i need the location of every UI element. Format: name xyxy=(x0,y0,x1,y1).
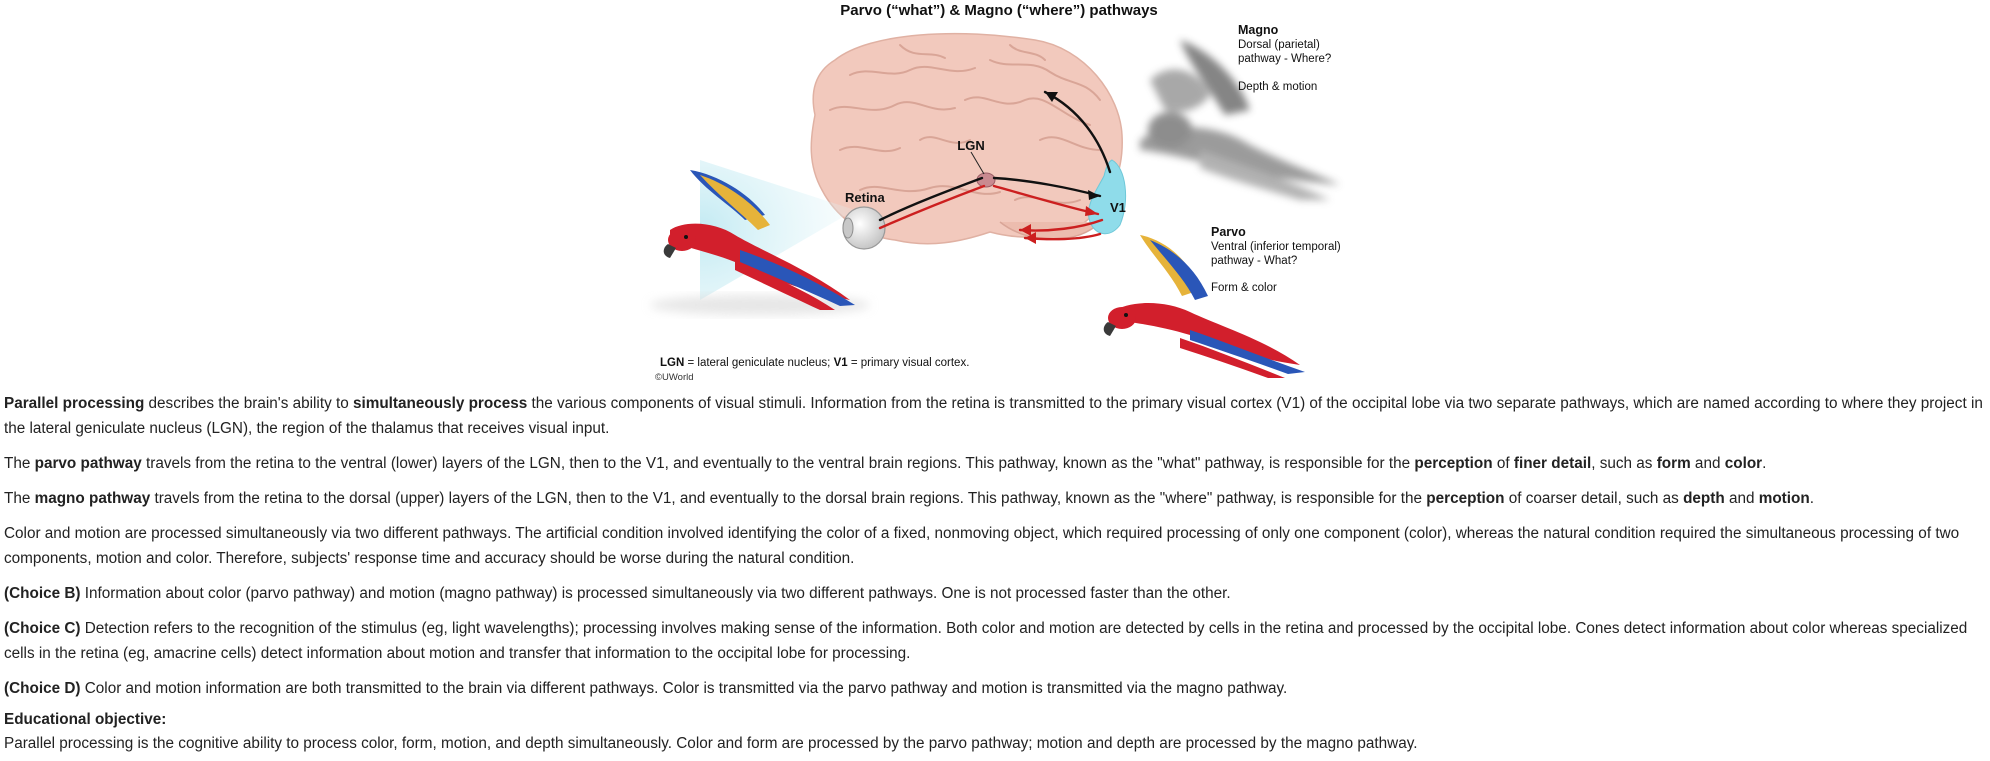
macaw-magno-blurred xyxy=(1140,40,1340,200)
term-finer-detail: finer detail xyxy=(1513,455,1592,472)
text-segment: Detection refers to the recognition of t… xyxy=(4,620,1968,662)
paragraph-parallel-processing: Parallel processing describes the brain'… xyxy=(4,391,1986,441)
paragraph-choice-c: (Choice C) Detection refers to the recog… xyxy=(4,616,1986,666)
magno-line1: Dorsal (parietal) xyxy=(1238,39,1320,51)
macaw-parvo-illustration xyxy=(1103,235,1305,378)
educational-objective-body: Parallel processing is the cognitive abi… xyxy=(4,735,1418,752)
parvo-line2: pathway - What? xyxy=(1211,255,1297,267)
parvo-line3: Form & color xyxy=(1211,282,1277,294)
figure: Parvo (“what”) & Magno (“where”) pathway… xyxy=(650,2,1341,383)
term-parallel-processing: Parallel processing xyxy=(4,395,145,412)
text-segment: and xyxy=(1690,455,1725,472)
magno-path-retina-lgn xyxy=(878,176,984,222)
caption-v1-def: = primary visual cortex. xyxy=(848,357,970,369)
explanation-text: Parallel processing describes the brain'… xyxy=(4,391,1986,756)
figure-title: Parvo (“what”) & Magno (“where”) pathway… xyxy=(840,2,1158,19)
text-segment: Information about color (parvo pathway) … xyxy=(80,585,1231,602)
term-perception: perception xyxy=(1426,490,1505,507)
paragraph-choice-d: (Choice D) Color and motion information … xyxy=(4,676,1986,701)
text-segment: describes the brain's ability to xyxy=(144,395,353,412)
pathway-illustration: Parvo (“what”) & Magno (“where”) pathway… xyxy=(650,2,1341,383)
copyright: ©UWorld xyxy=(655,372,694,383)
choice-b-label: (Choice B) xyxy=(4,585,81,602)
lgn-label: LGN xyxy=(957,138,984,153)
text-segment: The xyxy=(4,490,35,507)
text-segment: Color and motion information are both tr… xyxy=(80,680,1288,697)
parvo-heading: Parvo xyxy=(1211,225,1246,239)
retina-label: Retina xyxy=(845,190,886,205)
term-parvo-pathway: parvo pathway xyxy=(34,455,142,472)
lgn-leader-line xyxy=(970,151,985,175)
text-segment: and xyxy=(1724,490,1759,507)
text-segment: Color and motion are processed simultane… xyxy=(4,525,1960,567)
term-perception: perception xyxy=(1414,455,1493,472)
magno-line2: pathway - Where? xyxy=(1238,53,1331,65)
term-color: color xyxy=(1724,455,1763,472)
eye-icon xyxy=(842,206,886,250)
text-segment: travels from the retina to the dorsal (u… xyxy=(150,490,1427,507)
educational-objective-title: Educational objective: xyxy=(4,711,167,728)
paragraph-parvo-pathway: The parvo pathway travels from the retin… xyxy=(4,451,1986,476)
figure-caption: LGN = lateral geniculate nucleus; V1 = p… xyxy=(660,357,969,369)
parvo-path-retina-lgn xyxy=(878,184,986,230)
term-form: form xyxy=(1656,455,1691,472)
term-depth: depth xyxy=(1683,490,1725,507)
text-segment: of coarser detail, such as xyxy=(1504,490,1684,507)
caption-lgn-def: = lateral geniculate nucleus; xyxy=(684,357,833,369)
paragraph-conditions: Color and motion are processed simultane… xyxy=(4,521,1986,571)
macaw-left-illustration xyxy=(650,170,870,315)
text-segment: . xyxy=(1809,490,1814,507)
text-segment: . xyxy=(1762,455,1767,472)
text-segment: , such as xyxy=(1591,455,1657,472)
v1-label: V1 xyxy=(1110,200,1126,215)
choice-c-label: (Choice C) xyxy=(4,620,81,637)
text-segment: of xyxy=(1492,455,1514,472)
term-magno-pathway: magno pathway xyxy=(34,490,151,507)
arrowheads xyxy=(1020,92,1100,244)
text-segment: the various components of visual stimuli… xyxy=(4,395,1983,437)
parvo-line1: Ventral (inferior temporal) xyxy=(1211,241,1341,253)
paragraph-choice-b: (Choice B) Information about color (parv… xyxy=(4,581,1986,606)
text-segment: The xyxy=(4,455,35,472)
magno-line3: Depth & motion xyxy=(1238,81,1317,93)
text-segment: travels from the retina to the ventral (… xyxy=(141,455,1415,472)
v1-region xyxy=(1088,159,1126,235)
caption-lgn-term: LGN xyxy=(660,357,684,369)
paragraph-magno-pathway: The magno pathway travels from the retin… xyxy=(4,486,1986,511)
term-simultaneously-process: simultaneously process xyxy=(352,395,528,412)
magno-dorsal-arrow xyxy=(1043,90,1112,174)
choice-d-label: (Choice D) xyxy=(4,680,81,697)
magno-heading: Magno xyxy=(1238,23,1279,37)
caption-v1-term: V1 xyxy=(834,357,849,369)
term-motion: motion xyxy=(1758,490,1810,507)
